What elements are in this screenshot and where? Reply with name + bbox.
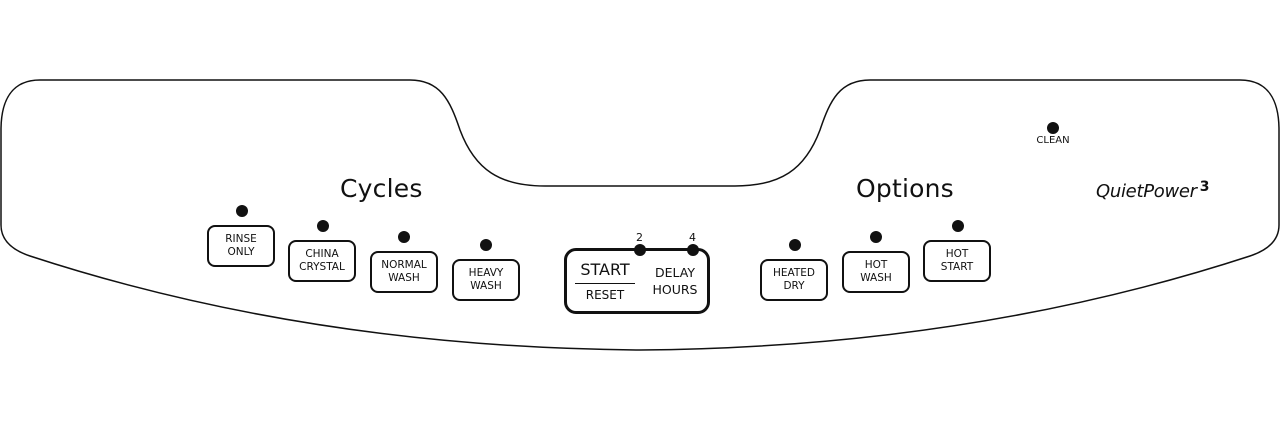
normal-wash-line2: Wash <box>388 272 420 284</box>
start-label: Start <box>580 259 630 279</box>
rinse-only-line1: Rinse <box>225 233 257 245</box>
normal-wash-button[interactable]: Normal Wash <box>370 251 438 293</box>
cycles-title: Cycles <box>340 174 423 203</box>
cycle-led-heavy-wash <box>480 239 492 251</box>
heated-dry-line2: Dry <box>783 280 805 292</box>
delay-led-2 <box>634 244 646 256</box>
option-led-hot-start <box>952 220 964 232</box>
heavy-wash-line1: Heavy <box>468 267 504 279</box>
start-reset-button[interactable]: Start Reset <box>567 251 643 311</box>
heated-dry-line1: Heated <box>772 267 816 279</box>
delay-led-4 <box>687 244 699 256</box>
cycle-led-normal-wash <box>398 231 410 243</box>
rinse-only-button[interactable]: Rinse Only <box>207 225 275 267</box>
option-led-hot-wash <box>870 231 882 243</box>
hot-start-line1: Hot <box>945 248 969 260</box>
start-reset-divider <box>575 282 635 284</box>
china-crystal-line1: China <box>305 248 339 260</box>
delay-led-label-2: 2 <box>636 231 643 244</box>
hot-wash-line2: Wash <box>860 272 892 284</box>
hot-start-button[interactable]: Hot Start <box>923 240 991 282</box>
clean-led <box>1047 122 1059 134</box>
clean-label: Clean <box>1036 135 1070 146</box>
heavy-wash-button[interactable]: Heavy Wash <box>452 259 520 301</box>
reset-label: Reset <box>585 287 625 302</box>
delay-hours-button[interactable]: Delay Hours <box>643 251 707 311</box>
heated-dry-button[interactable]: Heated Dry <box>760 259 828 301</box>
options-title: Options <box>856 174 954 203</box>
brand-name: QuietPower <box>1096 181 1197 202</box>
normal-wash-line1: Normal <box>381 259 427 271</box>
cycle-led-china-crystal <box>317 220 329 232</box>
hours-label: Hours <box>652 282 698 297</box>
start-delay-button-group: Start Reset Delay Hours <box>564 248 710 314</box>
hot-wash-line1: Hot <box>864 259 888 271</box>
hot-start-line2: Start <box>940 261 974 273</box>
option-led-heated-dry <box>789 239 801 251</box>
rinse-only-line2: Only <box>227 246 255 258</box>
heavy-wash-line2: Wash <box>470 280 502 292</box>
china-crystal-line2: Crystal <box>299 261 345 273</box>
delay-led-label-4: 4 <box>689 231 696 244</box>
cycle-led-rinse-only <box>236 205 248 217</box>
delay-label: Delay <box>655 265 695 280</box>
china-crystal-button[interactable]: China Crystal <box>288 240 356 282</box>
hot-wash-button[interactable]: Hot Wash <box>842 251 910 293</box>
brand-superscript: 3 <box>1199 179 1210 195</box>
